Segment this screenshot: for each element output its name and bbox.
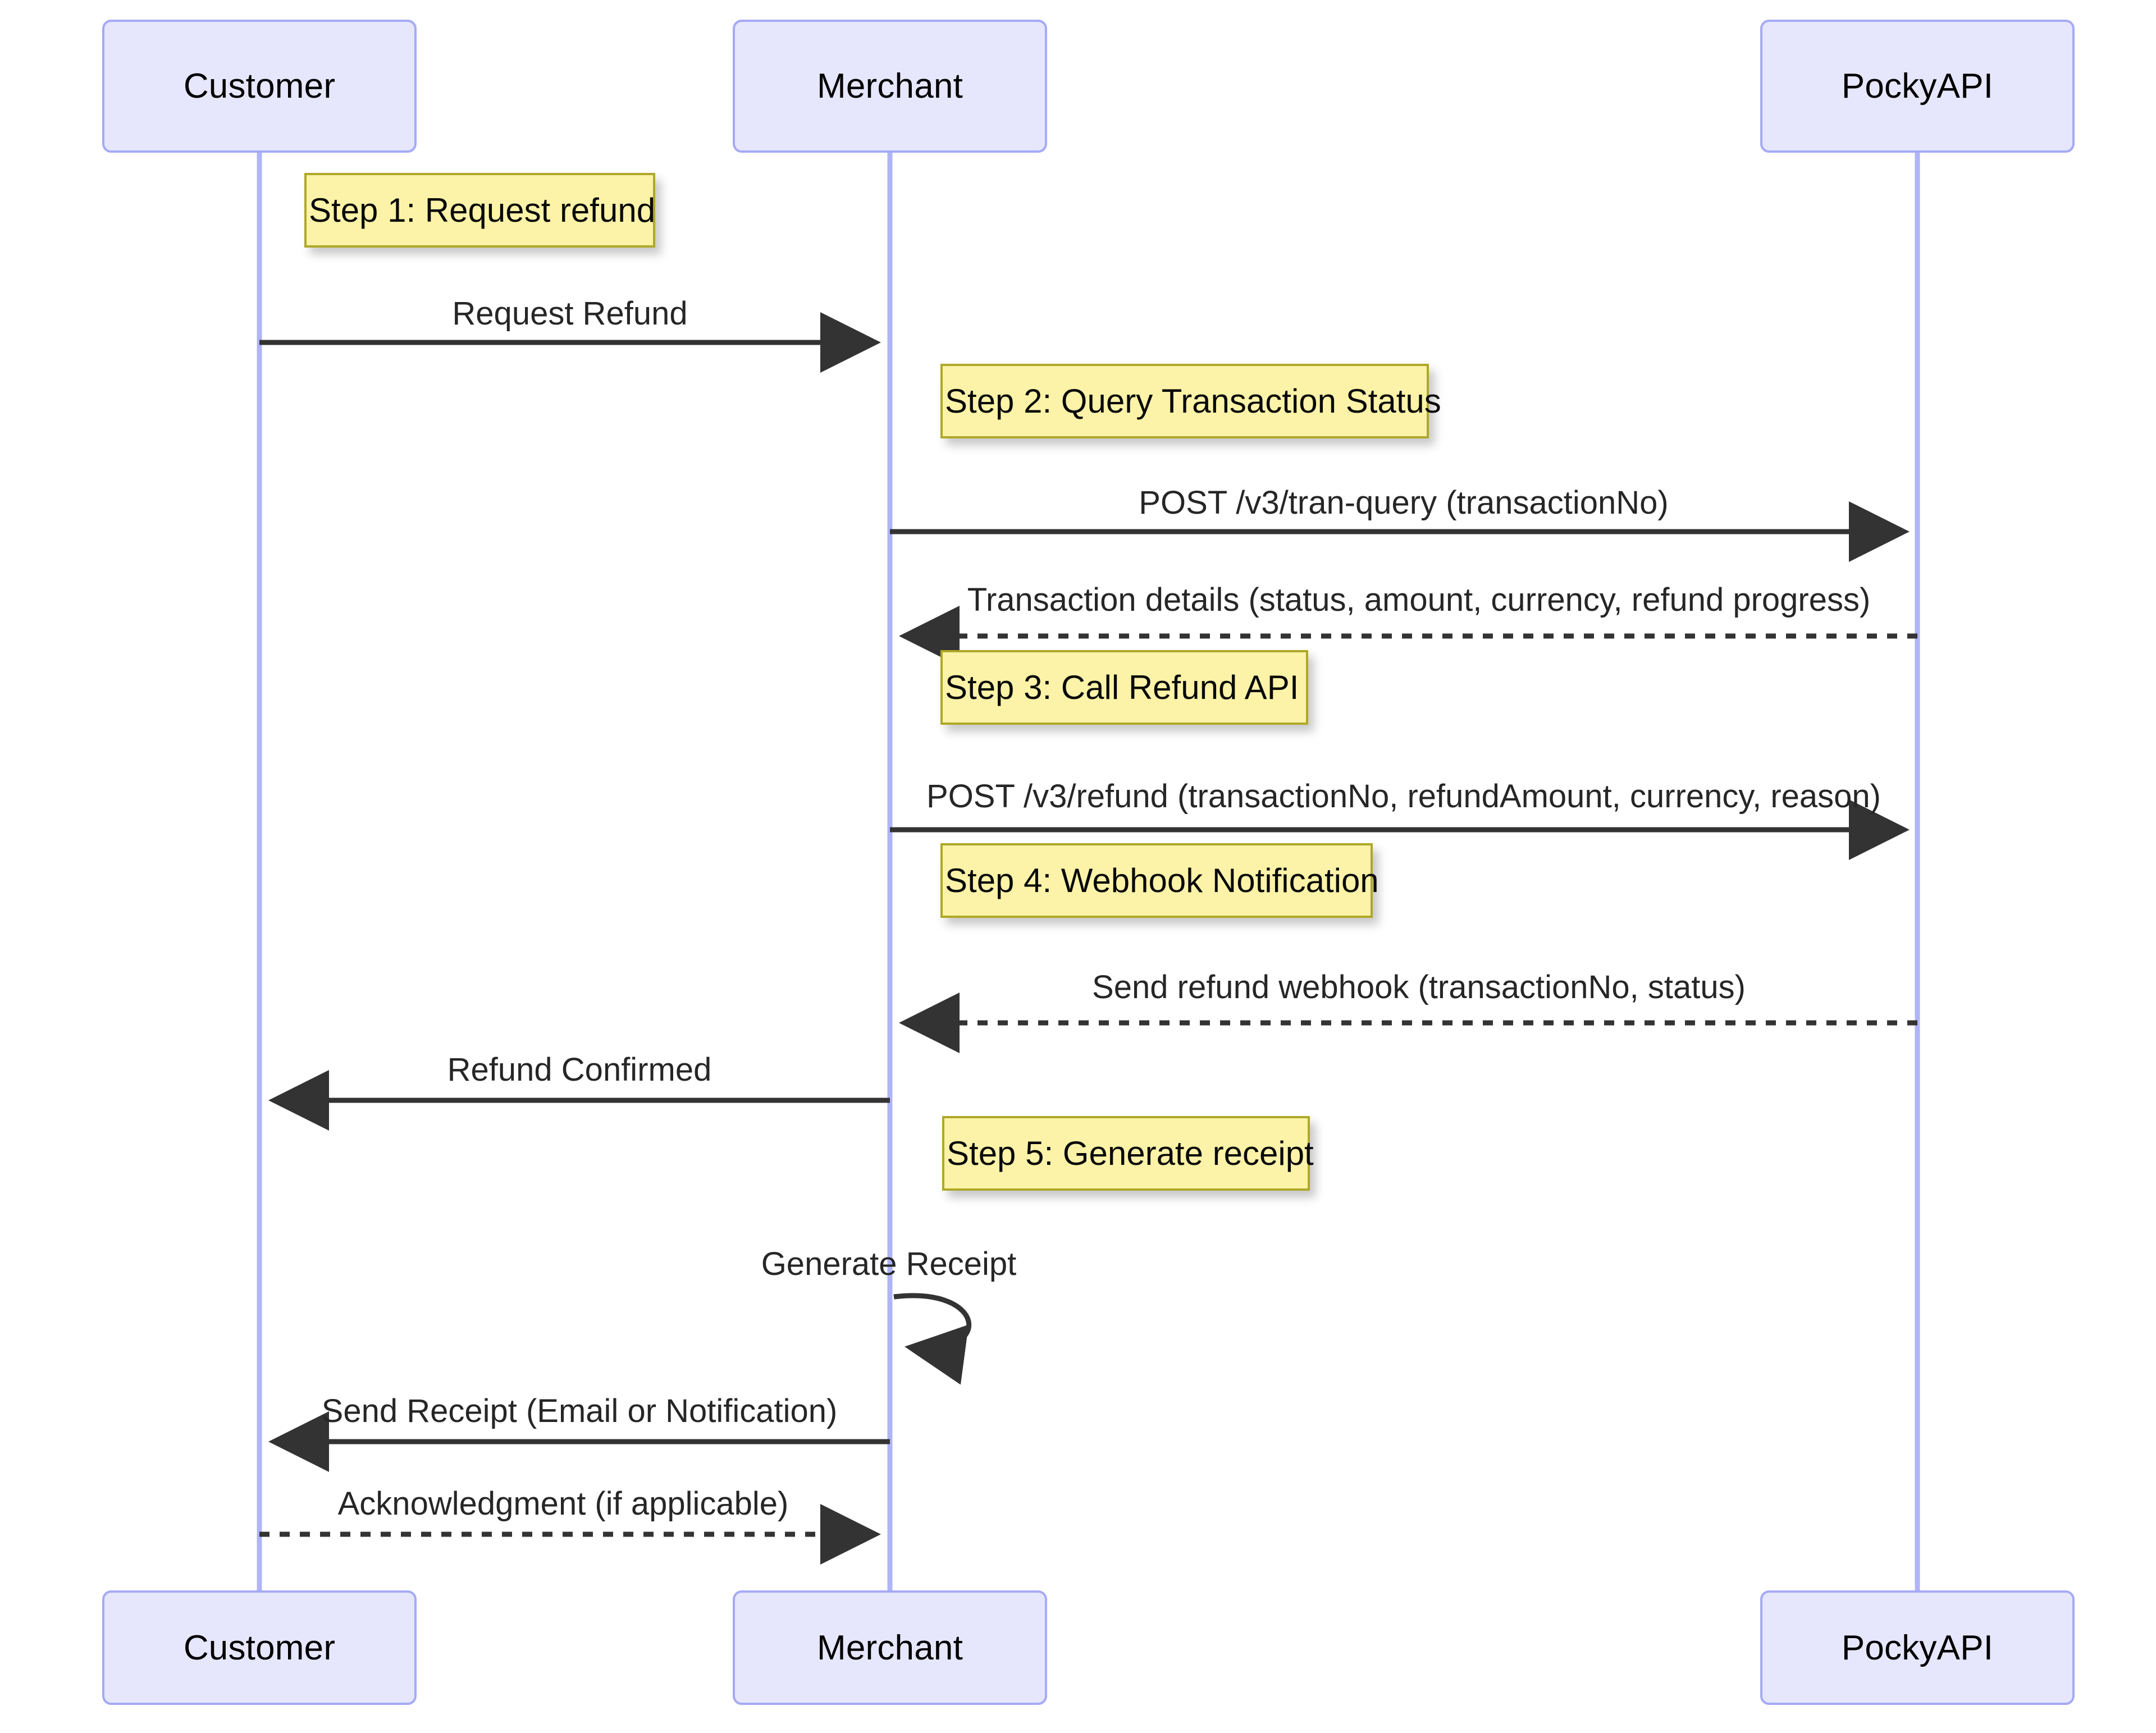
msg-text-post-refund: POST /v3/refund (transactionNo, refundAm… xyxy=(926,778,1881,815)
msg-label-transaction-details: Transaction details (status, amount, cur… xyxy=(967,581,1871,619)
arrow-generate-receipt-self-loop xyxy=(893,1293,972,1385)
actor-box-merchant-bottom[interactable]: Merchant xyxy=(733,1590,1047,1705)
note-step-2[interactable]: Step 2: Query Transaction Status xyxy=(940,364,1441,438)
msg-label-post-tran-query: POST /v3/tran-query (transactionNo) xyxy=(1139,484,1668,522)
msg-text-request-refund: Request Refund xyxy=(452,295,688,332)
msg-text-post-tran-query: POST /v3/tran-query (transactionNo) xyxy=(1139,484,1669,521)
actor-label-customer-bottom: Customer xyxy=(183,1628,336,1667)
note-step-1-label: Step 1: Request refund xyxy=(309,191,656,229)
actor-box-pockyapi-bottom[interactable]: PockyAPI xyxy=(1760,1590,2075,1705)
msg-text-send-receipt: Send Receipt (Email or Notification) xyxy=(321,1393,838,1429)
msg-label-acknowledgment: Acknowledgment (if applicable) xyxy=(338,1485,789,1522)
actor-label-customer-top: Customer xyxy=(183,67,336,106)
actor-box-merchant-top[interactable]: Merchant xyxy=(733,20,1047,153)
actor-box-pockyapi-top[interactable]: PockyAPI xyxy=(1760,20,2075,153)
message-arrows xyxy=(259,312,1917,1565)
note-step-3[interactable]: Step 3: Call Refund API xyxy=(940,650,1308,725)
msg-label-refund-confirmed: Refund Confirmed xyxy=(447,1051,712,1089)
msg-text-send-refund-webhook: Send refund webhook (transactionNo, stat… xyxy=(1092,969,1746,1005)
msg-text-acknowledgment: Acknowledgment (if applicable) xyxy=(337,1485,789,1522)
msg-label-send-refund-webhook: Send refund webhook (transactionNo, stat… xyxy=(1092,968,1746,1006)
actor-box-customer-top[interactable]: Customer xyxy=(102,20,417,153)
msg-text-generate-receipt: Generate Receipt xyxy=(761,1246,1017,1282)
msg-text-refund-confirmed: Refund Confirmed xyxy=(447,1051,712,1088)
msg-label-generate-receipt: Generate Receipt xyxy=(761,1245,1017,1283)
note-step-1[interactable]: Step 1: Request refund xyxy=(304,173,655,248)
msg-text-transaction-details: Transaction details (status, amount, cur… xyxy=(967,582,1871,618)
actor-label-pockyapi-top: PockyAPI xyxy=(1841,67,1994,106)
actor-label-pockyapi-bottom: PockyAPI xyxy=(1841,1628,1994,1667)
note-step-2-label: Step 2: Query Transaction Status xyxy=(945,382,1441,420)
msg-label-send-receipt: Send Receipt (Email or Notification) xyxy=(322,1392,838,1430)
lifelines xyxy=(257,153,1920,1590)
actor-label-merchant-bottom: Merchant xyxy=(816,1628,963,1667)
note-step-3-label: Step 3: Call Refund API xyxy=(945,669,1299,706)
msg-label-request-refund: Request Refund xyxy=(452,295,687,332)
msg-label-post-refund: POST /v3/refund (transactionNo, refundAm… xyxy=(926,778,1881,815)
actor-box-customer-bottom[interactable]: Customer xyxy=(102,1590,417,1705)
note-step-5[interactable]: Step 5: Generate receipt xyxy=(942,1116,1314,1191)
actor-label-merchant-top: Merchant xyxy=(816,67,963,106)
note-step-4-label: Step 4: Webhook Notification xyxy=(945,862,1379,899)
note-step-4[interactable]: Step 4: Webhook Notification xyxy=(940,843,1379,918)
note-step-5-label: Step 5: Generate receipt xyxy=(947,1135,1314,1172)
